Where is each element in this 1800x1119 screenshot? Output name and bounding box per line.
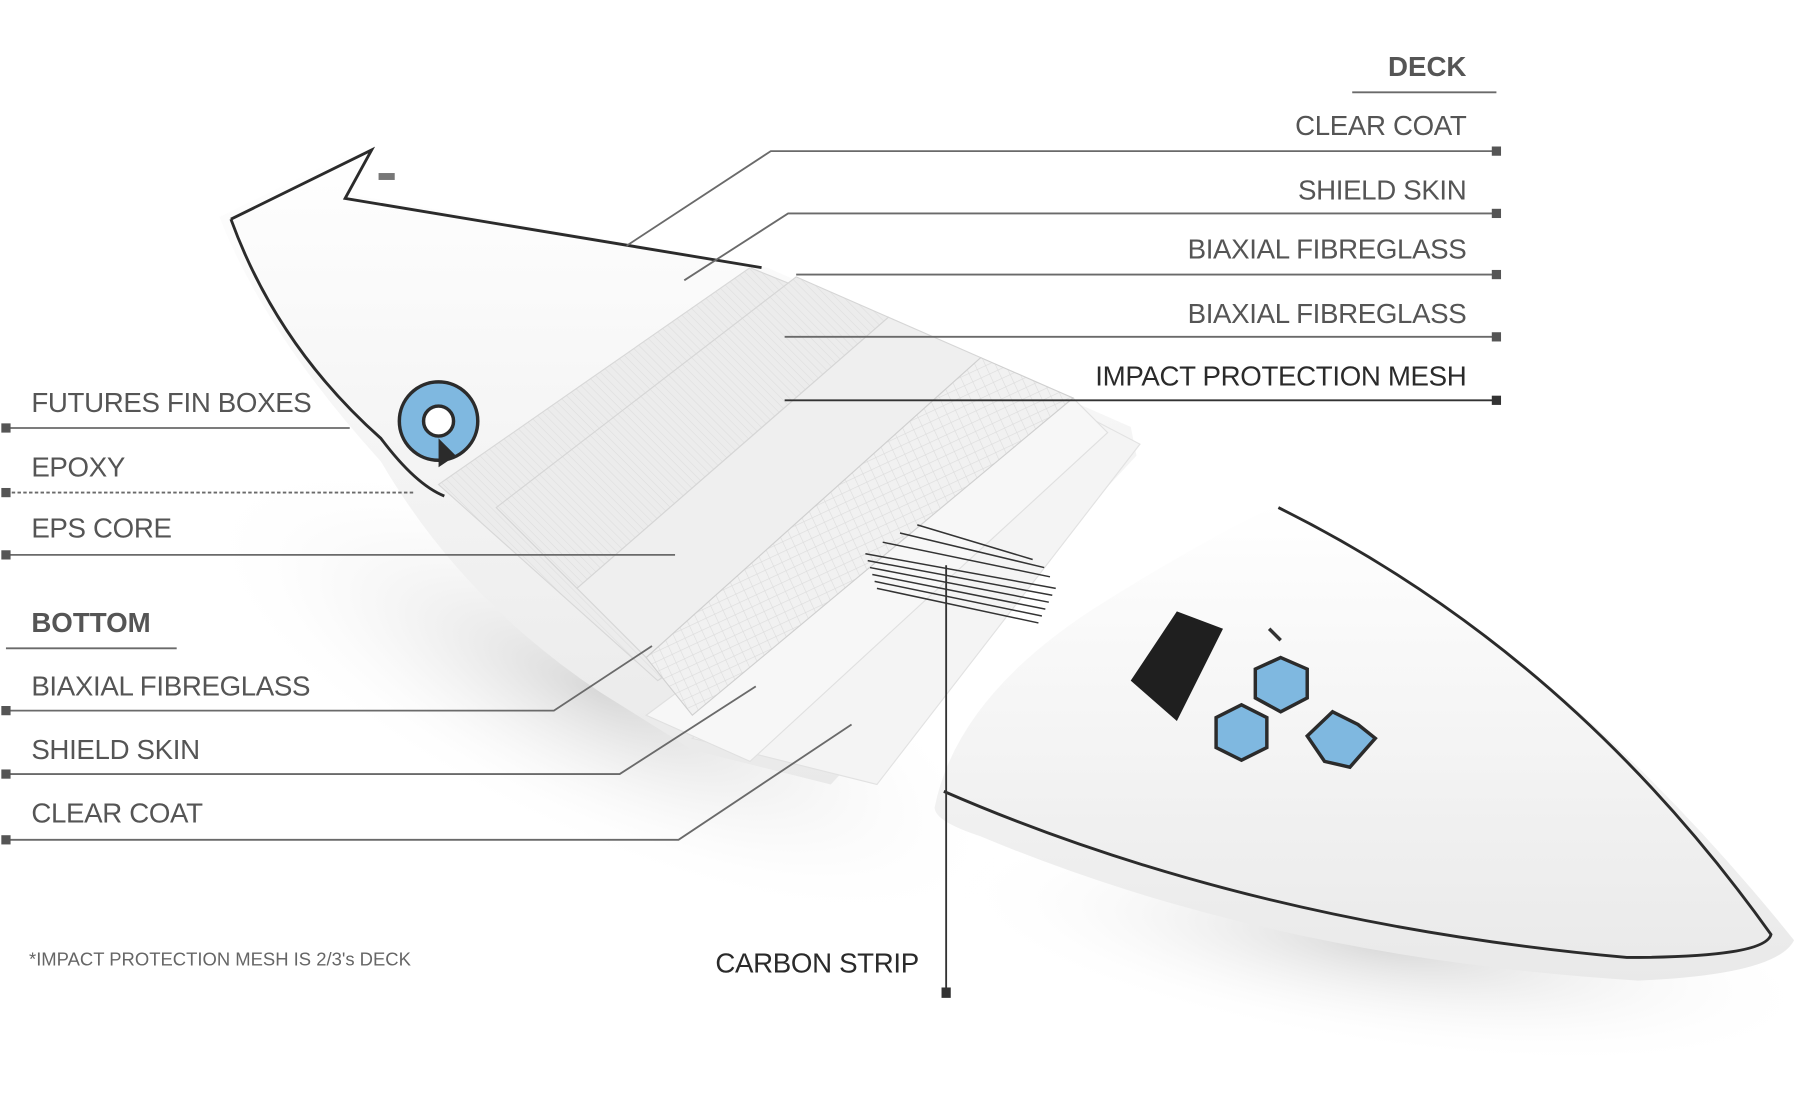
channel-islands-hexagon-icon	[1214, 655, 1378, 770]
bottom-legend: BOTTOM BIAXIAL FIBREGLASS SHIELD SKIN CL…	[1, 607, 853, 845]
deck-label-shield-skin: SHIELD SKIN	[1298, 175, 1466, 206]
carbon-strip	[865, 524, 1056, 624]
label-carbon-strip: CARBON STRIP	[715, 947, 918, 978]
deck-label-biaxial-fibreglass-2: BIAXIAL FIBREGLASS	[1188, 298, 1467, 329]
board-small-logo	[378, 173, 395, 180]
deck-label-clear-coat: CLEAR COAT	[1295, 110, 1467, 141]
label-futures-fin-boxes: FUTURES FIN BOXES	[31, 387, 311, 418]
deck-label-biaxial-fibreglass-1: BIAXIAL FIBREGLASS	[1188, 233, 1467, 264]
deck-heading: DECK	[1388, 51, 1466, 82]
core-legend: FUTURES FIN BOXES EPOXY EPS CORE	[1, 387, 676, 560]
deck-label-impact-protection-mesh: IMPACT PROTECTION MESH	[1095, 360, 1466, 391]
bottom-label-shield-skin: SHIELD SKIN	[31, 734, 199, 765]
label-epoxy: EPOXY	[31, 451, 125, 482]
layer-stack	[437, 266, 1141, 786]
al-merrick-logo	[1130, 611, 1378, 770]
footnote: *IMPACT PROTECTION MESH IS 2/3's DECK	[29, 949, 412, 970]
torq-q-logo-icon	[397, 380, 480, 468]
label-eps-core: EPS CORE	[31, 513, 171, 544]
bottom-heading: BOTTOM	[31, 607, 150, 638]
bottom-label-biaxial-fibreglass: BIAXIAL FIBREGLASS	[31, 671, 310, 702]
bottom-label-clear-coat: CLEAR COAT	[31, 798, 203, 829]
deck-legend: DECK CLEAR COAT SHIELD SKIN BIAXIAL FIBR…	[626, 51, 1502, 405]
nose-board	[934, 504, 1795, 981]
layer-impact-mesh	[645, 356, 1075, 717]
